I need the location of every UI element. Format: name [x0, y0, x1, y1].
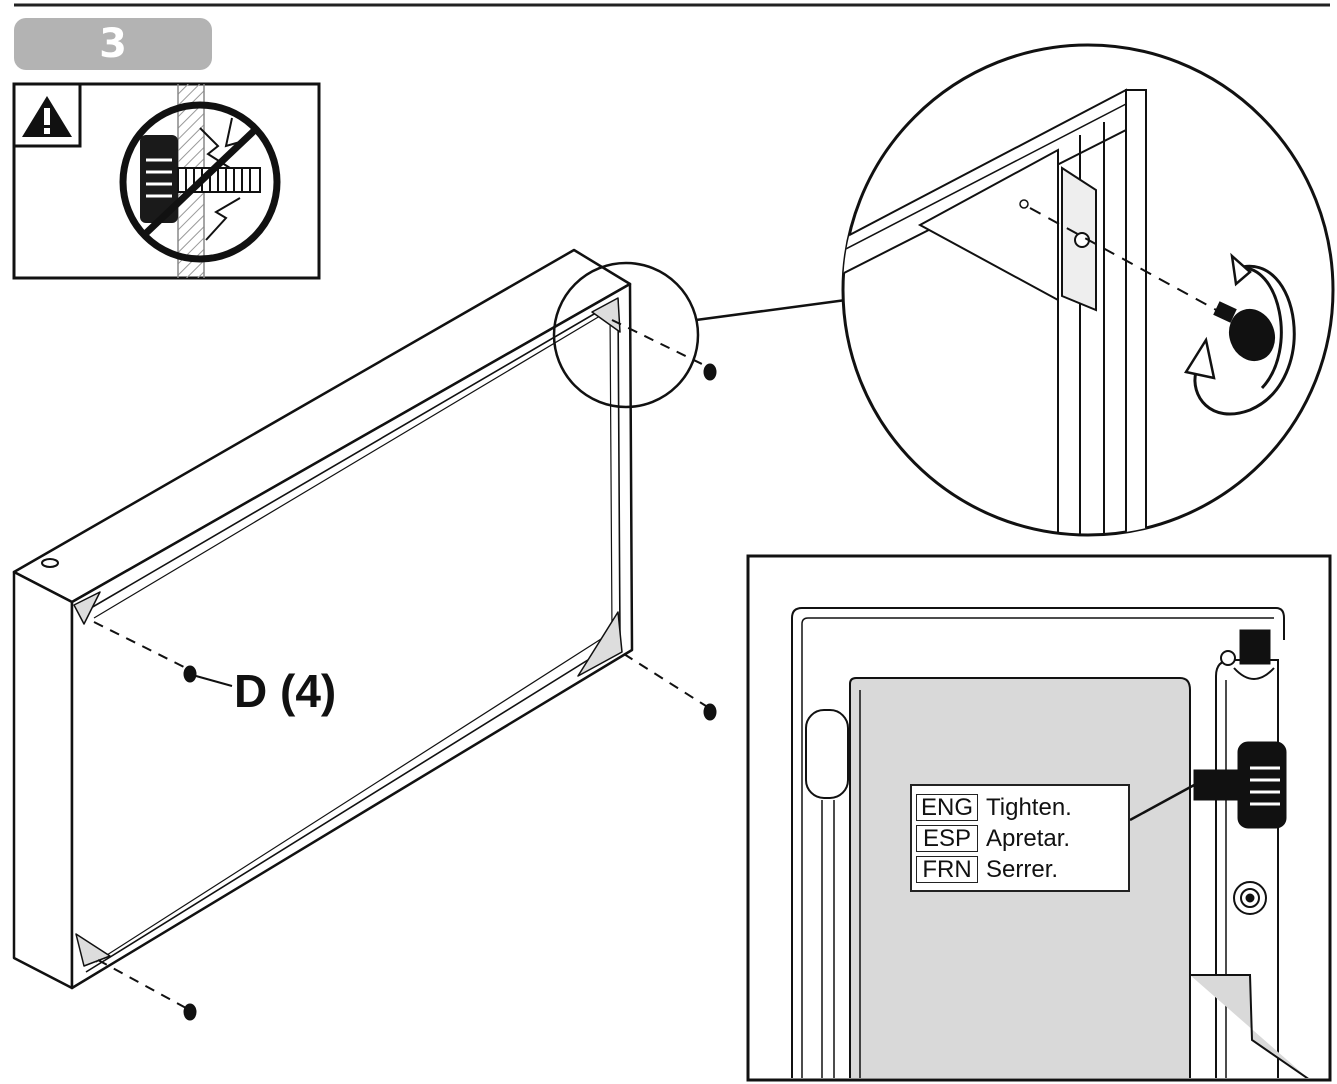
rotation-arrow-icon	[1183, 252, 1296, 416]
language-code: FRN	[916, 856, 978, 883]
zoom-detail-circle	[841, 43, 1335, 537]
zoom-indicator	[552, 261, 700, 409]
instruction-text: Tighten.	[986, 793, 1072, 821]
instruction-row: FRN Serrer.	[916, 854, 1124, 885]
instruction-table: ENG Tighten. ESP Apretar. FRN Serrer.	[910, 784, 1130, 892]
prohibited-icon	[119, 101, 281, 263]
language-code: ENG	[916, 794, 978, 821]
warning-inset	[12, 82, 321, 280]
zoom-leader	[695, 298, 847, 322]
knob-screw-icon	[183, 363, 717, 1021]
warning-icon	[22, 96, 72, 137]
part-label: D (4)	[234, 665, 337, 717]
language-code: ESP	[916, 825, 978, 852]
instruction-row: ENG Tighten.	[916, 792, 1124, 823]
instruction-text: Serrer.	[986, 855, 1059, 883]
instruction-row: ESP Apretar.	[916, 823, 1124, 854]
step-number-badge: 3	[14, 18, 212, 70]
cabinet-frame	[12, 248, 634, 990]
knob-screw-icon	[1213, 301, 1276, 362]
screws-d	[93, 319, 717, 1021]
instruction-text: Apretar.	[986, 824, 1071, 852]
